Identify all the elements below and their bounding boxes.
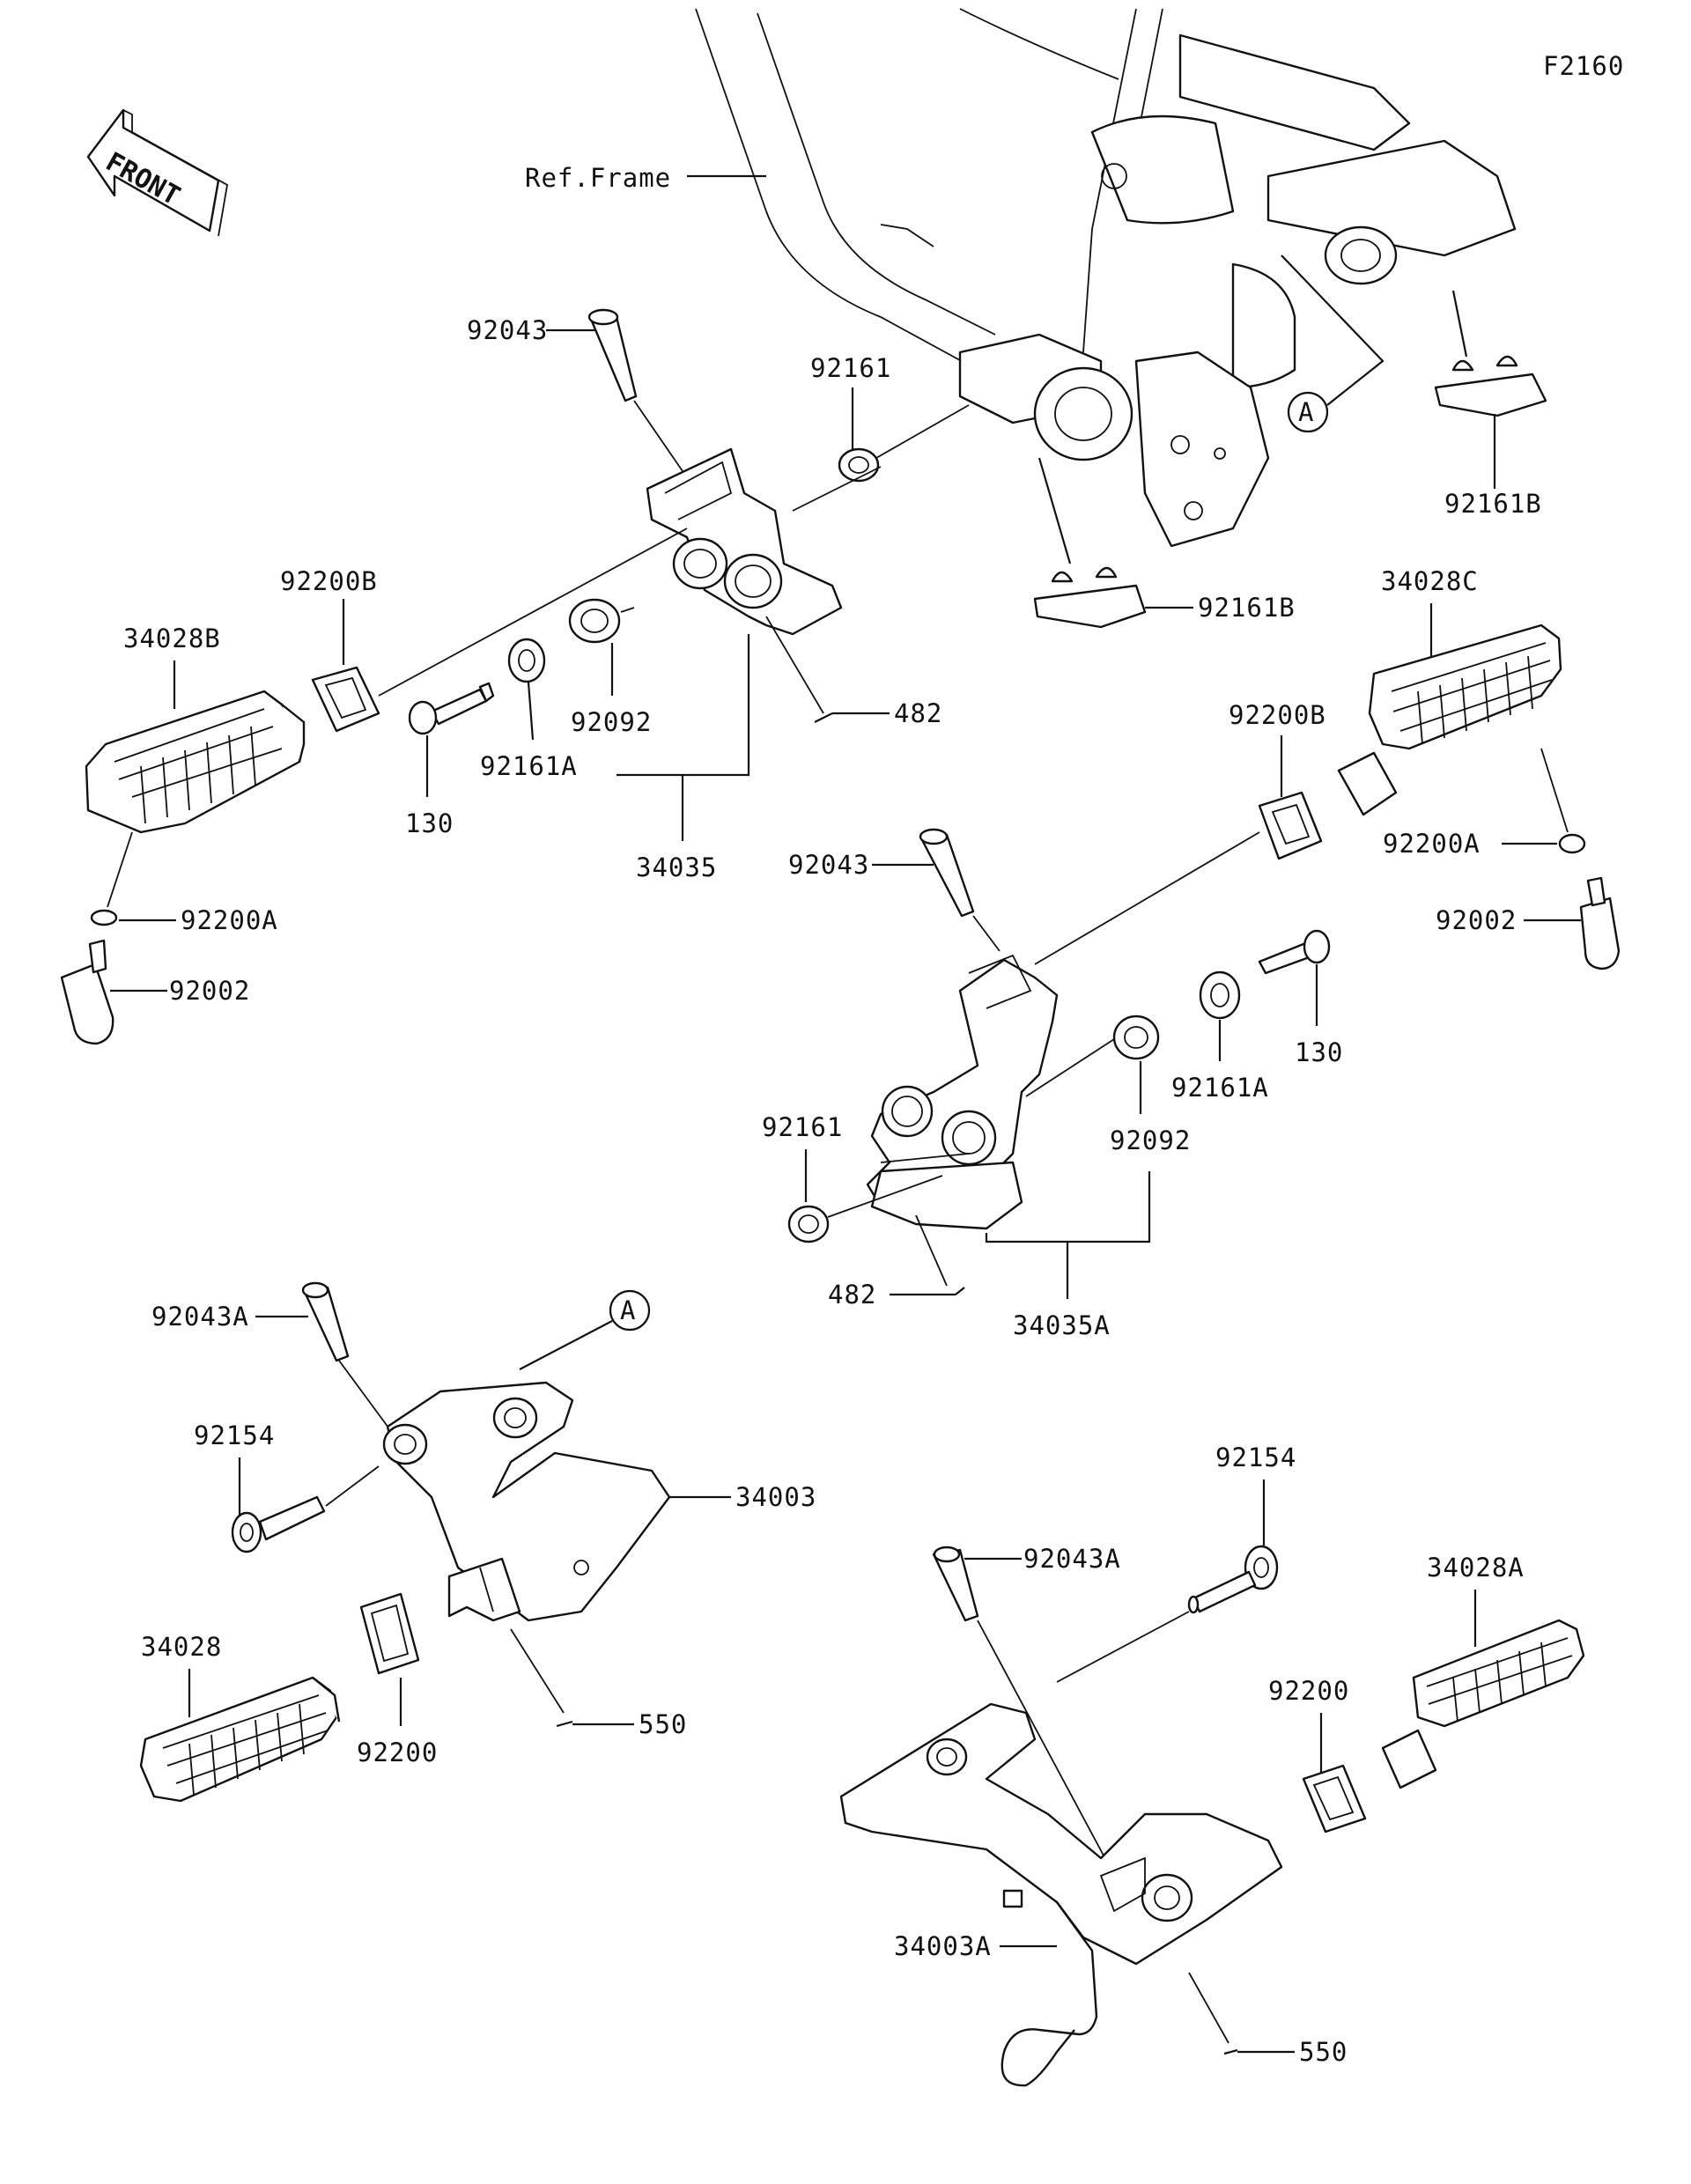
label-92092-right: 92092 — [1110, 1125, 1191, 1155]
bolt-92154-left — [231, 1495, 326, 1553]
bracket-34035 — [646, 447, 843, 636]
figure-code: F2160 — [1543, 51, 1624, 81]
label-92002-right: 92002 — [1436, 905, 1517, 935]
label-34028b: 34028B — [123, 623, 221, 653]
label-482-mid: 482 — [828, 1280, 876, 1310]
label-92043-mid: 92043 — [788, 850, 869, 880]
label-130-left: 130 — [405, 808, 454, 838]
callout-a-upper: A — [1281, 255, 1385, 433]
washer-92161a-left — [507, 638, 546, 683]
pin-92043a-right — [932, 1546, 979, 1622]
label-92200a-left: 92200A — [181, 905, 278, 935]
footpeg-34028 — [139, 1676, 341, 1803]
bolt-130-left — [408, 682, 495, 735]
label-92200-right: 92200 — [1268, 1676, 1349, 1706]
label-92161a-right: 92161A — [1171, 1073, 1269, 1103]
pin-92043-top — [587, 308, 638, 402]
bracket-34003 — [382, 1381, 671, 1622]
damper-92200b-right — [1258, 791, 1323, 860]
damper-92200b-left — [311, 666, 380, 733]
label-92161b-upper: 92161B — [1444, 489, 1542, 519]
label-92161-mid: 92161 — [762, 1112, 843, 1142]
label-92161b-mid: 92161B — [1198, 593, 1296, 623]
label-92161a-left: 92161A — [480, 751, 578, 781]
svg-text:A: A — [620, 1295, 636, 1325]
washer-92161a-right — [1199, 970, 1241, 1020]
rubber-pad-92161b-upper — [1434, 355, 1547, 417]
label-92154-right: 92154 — [1215, 1442, 1296, 1472]
label-550-left: 550 — [639, 1709, 687, 1739]
footpeg-34028b — [85, 690, 306, 834]
washer-92161-top — [838, 447, 880, 483]
label-92200b-right: 92200B — [1229, 700, 1326, 730]
label-34003a: 34003A — [894, 1931, 992, 1961]
label-482-top: 482 — [894, 698, 942, 728]
label-92043-top: 92043 — [467, 315, 548, 345]
bracket-34035a — [866, 954, 1059, 1230]
washer-92200a-left — [90, 909, 118, 926]
label-92154-left: 92154 — [194, 1420, 275, 1450]
label-92043a-right: 92043A — [1023, 1544, 1121, 1574]
label-130-right: 130 — [1295, 1037, 1343, 1067]
label-92161-top: 92161 — [810, 353, 891, 383]
label-92043a-left: 92043A — [151, 1302, 249, 1332]
label-92200b-left: 92200B — [280, 566, 378, 596]
pin-92043-mid — [919, 828, 975, 918]
damper-92200-left — [359, 1592, 420, 1675]
frame-drawing — [695, 8, 1517, 548]
label-550-right: 550 — [1299, 2037, 1348, 2067]
label-34003: 34003 — [735, 1482, 816, 1512]
ref-frame-label: Ref.Frame — [525, 163, 671, 193]
damper-92200-right — [1302, 1764, 1367, 1834]
pin-92043a-left — [301, 1281, 350, 1362]
bushing-92092-right — [1112, 1015, 1160, 1060]
front-arrow-icon: FRONT — [86, 108, 228, 237]
washer-92200a-right — [1558, 833, 1586, 854]
label-34028a: 34028A — [1427, 1553, 1525, 1583]
footpeg-34028a — [1381, 1619, 1585, 1789]
svg-text:A: A — [1298, 397, 1314, 427]
footpeg-34028c — [1337, 623, 1562, 816]
label-92200-left: 92200 — [357, 1738, 438, 1767]
label-92092-left: 92092 — [571, 707, 652, 737]
bolt-92154-right — [1187, 1545, 1279, 1614]
bracket-34003a — [839, 1702, 1283, 2087]
rubber-pad-92161b-mid — [1033, 566, 1147, 629]
label-92002-left: 92002 — [169, 976, 250, 1006]
pin-92002-left — [60, 939, 114, 1045]
callout-a-lower: A — [519, 1289, 651, 1370]
bushing-92092-left — [568, 598, 621, 644]
pin-92002-right — [1579, 876, 1621, 970]
washer-92161-mid — [787, 1205, 830, 1243]
bolt-130-right — [1258, 929, 1331, 975]
label-34028: 34028 — [141, 1632, 222, 1662]
label-92200a-right: 92200A — [1383, 829, 1481, 859]
label-34035a: 34035A — [1013, 1310, 1111, 1340]
label-34035: 34035 — [636, 852, 717, 882]
label-34028c: 34028C — [1381, 566, 1479, 596]
